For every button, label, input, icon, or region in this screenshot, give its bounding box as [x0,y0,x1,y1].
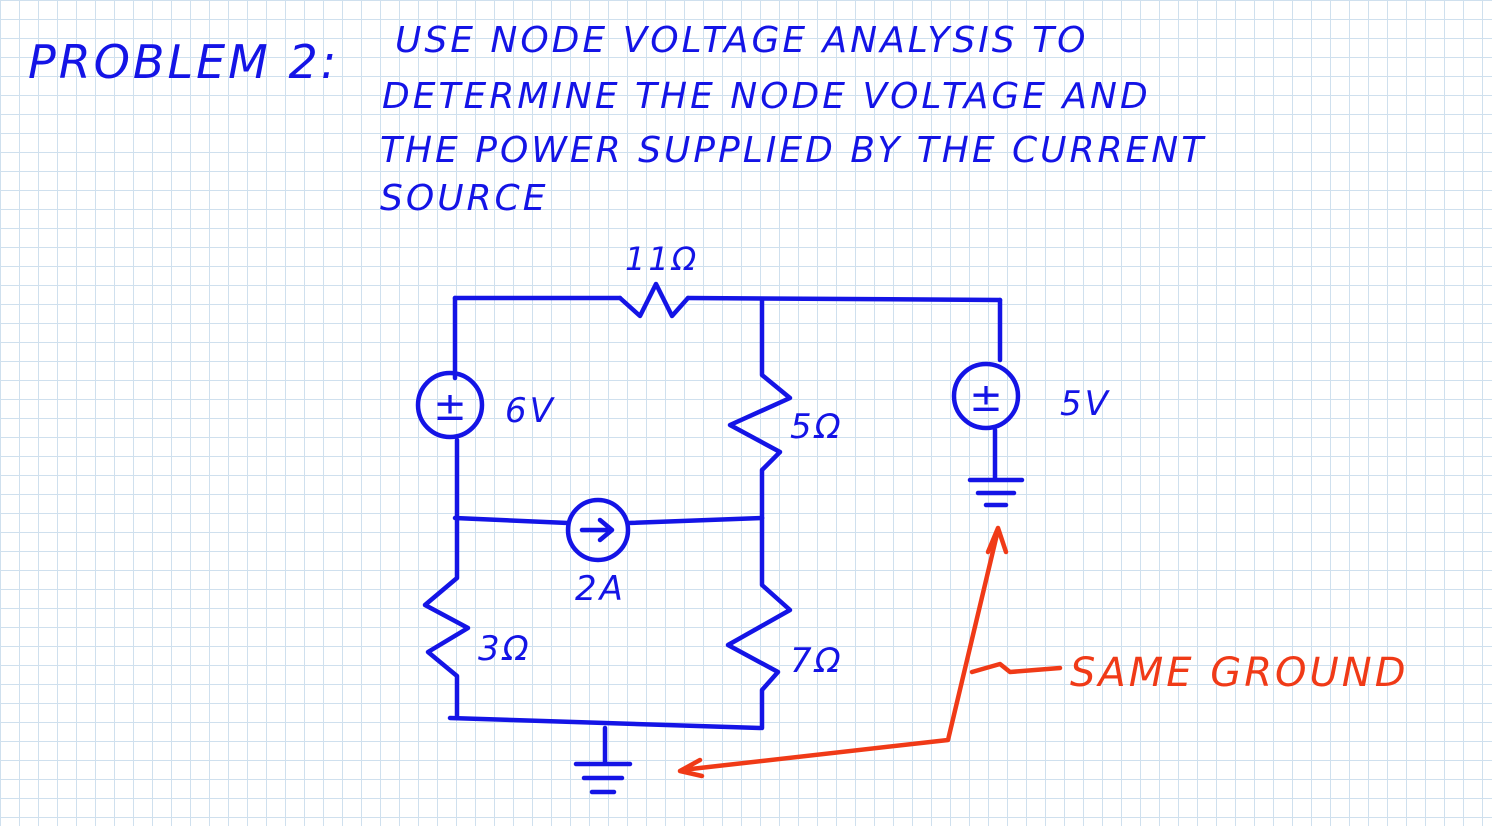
ground-right-icon [967,477,1025,508]
resistor-3-symbol [422,515,471,721]
voltage-source-6v-symbol [415,370,485,440]
label-vs-left: 6V [505,391,556,431]
vs-left-polarity: ± [433,384,467,430]
label-r-mid-right: 5Ω [790,407,844,447]
annotation-text: SAME GROUND [1070,650,1409,696]
annotation-leader [969,661,1063,675]
problem-label: PROBLEM 2: [28,35,339,89]
current-arrow-icon [579,517,615,543]
wire-top-right [685,295,1003,303]
current-source-2a-symbol [565,497,631,563]
resistor-7-symbol [725,515,793,731]
vs-right-polarity: ± [969,375,1003,421]
label-r-bot-left: 3Ω [478,629,532,669]
problem-line-2: DETERMINE THE NODE VOLTAGE AND [382,76,1151,117]
wire-bottom [447,715,763,731]
label-vs-right: 5V [1060,384,1111,424]
problem-line-3: THE POWER SUPPLIED BY THE CURRENT [380,130,1206,171]
arrowhead-right-icon [985,525,1009,555]
resistor-5-symbol [727,297,793,521]
wire-mid-left [452,515,571,526]
same-ground-annotation: SAME GROUND [677,525,1409,779]
circuit: ± ± [415,281,1025,795]
ground-left-icon [573,761,633,795]
arrowhead-left-icon [677,757,705,779]
label-isrc: 2A [575,569,626,609]
label-r-top: 11Ω [625,240,699,278]
voltage-source-5v-symbol [951,361,1021,431]
annotation-line [679,527,1001,773]
wire-mid-right [625,515,765,526]
problem-line-1: USE NODE VOLTAGE ANALYSIS TO [395,20,1088,61]
label-r-bot-right: 7Ω [790,641,844,681]
problem-line-4: SOURCE [380,178,548,219]
resistor-11-symbol [617,281,691,319]
